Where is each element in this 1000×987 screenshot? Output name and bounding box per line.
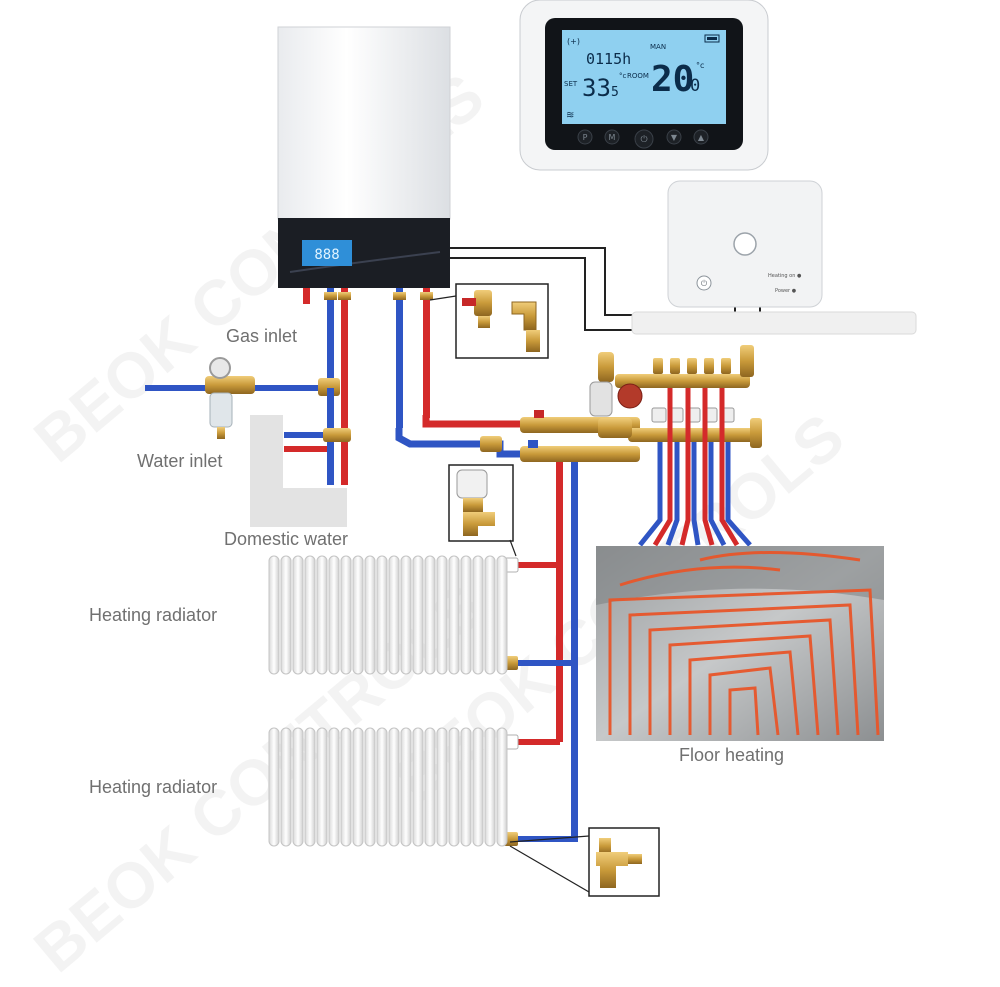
thermostat-set-decimal: 5 bbox=[611, 85, 619, 100]
radiator-column bbox=[424, 727, 436, 847]
boiler-display-digits: 888 bbox=[314, 247, 339, 263]
radiator-column bbox=[280, 727, 292, 847]
radiator-column bbox=[292, 727, 304, 847]
heating-wave-icon: ≋ bbox=[566, 110, 574, 121]
room-thermostat: (+) 0115h MAN SET 33 5 °c ROOM 20 0 °c ≋… bbox=[519, 0, 769, 171]
thermostat-down-button[interactable]: ▼ bbox=[671, 133, 678, 142]
gas-inlet-label: Gas inlet bbox=[226, 326, 298, 346]
radiator-risers bbox=[503, 462, 578, 846]
water-inlet-label: Water inlet bbox=[137, 451, 223, 471]
thermostat-set-temp: 33 bbox=[582, 74, 611, 102]
floor-heating-label: Floor heating bbox=[679, 745, 785, 765]
radiator-column bbox=[412, 727, 424, 847]
radiator-column bbox=[340, 727, 352, 847]
pressure-gauge-icon bbox=[209, 357, 231, 379]
thermostat-mode: MAN bbox=[650, 43, 666, 51]
radiator-column bbox=[448, 555, 460, 675]
floor-loop-pipes bbox=[638, 388, 752, 547]
thermostat-set-label: SET bbox=[564, 80, 578, 88]
thermostat-button-p[interactable]: P bbox=[583, 133, 588, 142]
radiator-column bbox=[376, 727, 388, 847]
radiator-column bbox=[496, 555, 508, 675]
thermostat-button-m[interactable]: M bbox=[609, 133, 616, 142]
thermostat-room-label: ROOM bbox=[627, 72, 649, 80]
radiator-column bbox=[316, 727, 328, 847]
radiator-column bbox=[484, 727, 496, 847]
radiator-column bbox=[268, 555, 280, 675]
heating-system-diagram: BEOK CONTROLS BEOK CONTROLS BEOK CONTROL… bbox=[21, 0, 917, 986]
svg-text:(+): (+) bbox=[567, 37, 580, 46]
thermostat-room-temp: 20 bbox=[651, 59, 694, 100]
radiator-column bbox=[436, 727, 448, 847]
heating-radiator-upper bbox=[268, 555, 508, 675]
domestic-water-wall bbox=[250, 388, 351, 527]
radiator-column bbox=[364, 555, 376, 675]
floor-heating-photo bbox=[596, 546, 884, 741]
thermostat-buttons: P M ⏻ ▼ ▲ bbox=[577, 129, 709, 149]
underfloor-manifold bbox=[520, 345, 762, 462]
gas-boiler: 888 bbox=[277, 26, 451, 428]
radiator-column bbox=[268, 727, 280, 847]
radiator-column bbox=[340, 555, 352, 675]
thermostat-set-unit: °c bbox=[619, 72, 627, 80]
receiver-heating-led-label: Heating on ● bbox=[768, 273, 802, 279]
radiator-column bbox=[292, 555, 304, 675]
radiator-column bbox=[436, 555, 448, 675]
valve-callout-boiler bbox=[429, 283, 549, 359]
radiator-column bbox=[448, 727, 460, 847]
radiator-column bbox=[388, 727, 400, 847]
wall-conduit bbox=[631, 311, 917, 335]
radiator-column bbox=[316, 555, 328, 675]
radiator-column bbox=[424, 555, 436, 675]
radiator-column bbox=[496, 727, 508, 847]
thermostat-room-unit: °c bbox=[696, 61, 704, 70]
radiator-column bbox=[484, 555, 496, 675]
radiator-column bbox=[388, 555, 400, 675]
radiator-column bbox=[412, 555, 424, 675]
trv-callout bbox=[448, 464, 517, 557]
radiator-column bbox=[400, 727, 412, 847]
receiver-power-button[interactable] bbox=[696, 275, 712, 291]
radiator-column bbox=[376, 555, 388, 675]
wireless-receiver: ⏻ Heating on ● Power ● bbox=[667, 180, 823, 308]
radiator-column bbox=[472, 555, 484, 675]
radiator-column bbox=[352, 555, 364, 675]
boiler-display bbox=[302, 240, 352, 266]
thermostat-time: 0115h bbox=[586, 50, 631, 68]
water-inlet-lines bbox=[145, 357, 340, 439]
heating-radiator-lower bbox=[268, 727, 508, 847]
domestic-water-label: Domestic water bbox=[224, 529, 349, 549]
radiator-column bbox=[472, 727, 484, 847]
radiator-column bbox=[400, 555, 412, 675]
floor-heating-coil bbox=[608, 551, 880, 736]
power-icon: ⏻ bbox=[701, 279, 708, 288]
radiator-column bbox=[328, 727, 340, 847]
heating-radiator-upper-label: Heating radiator bbox=[89, 605, 218, 625]
circulation-pump-icon bbox=[617, 383, 643, 409]
radiator-column bbox=[460, 727, 472, 847]
radiator-column bbox=[364, 727, 376, 847]
radiator-column bbox=[328, 555, 340, 675]
receiver-pair-button[interactable] bbox=[733, 232, 757, 256]
heating-flow-lines bbox=[395, 415, 530, 458]
diagram-canvas: 888 (+) 0115h bbox=[145, 0, 917, 897]
radiator-column bbox=[460, 555, 472, 675]
radiator-column bbox=[280, 555, 292, 675]
receiver-power-led-label: Power ● bbox=[775, 288, 797, 294]
lockshield-callout bbox=[509, 827, 660, 897]
heating-radiator-lower-label: Heating radiator bbox=[89, 777, 218, 797]
radiator-column bbox=[304, 727, 316, 847]
thermostat-room-decimal: 0 bbox=[690, 76, 700, 96]
radiator-column bbox=[352, 727, 364, 847]
thermostat-up-button[interactable]: ▲ bbox=[698, 133, 705, 142]
radiator-column bbox=[304, 555, 316, 675]
thermostat-power-button[interactable]: ⏻ bbox=[640, 134, 647, 145]
thermostat-lcd bbox=[562, 30, 726, 124]
